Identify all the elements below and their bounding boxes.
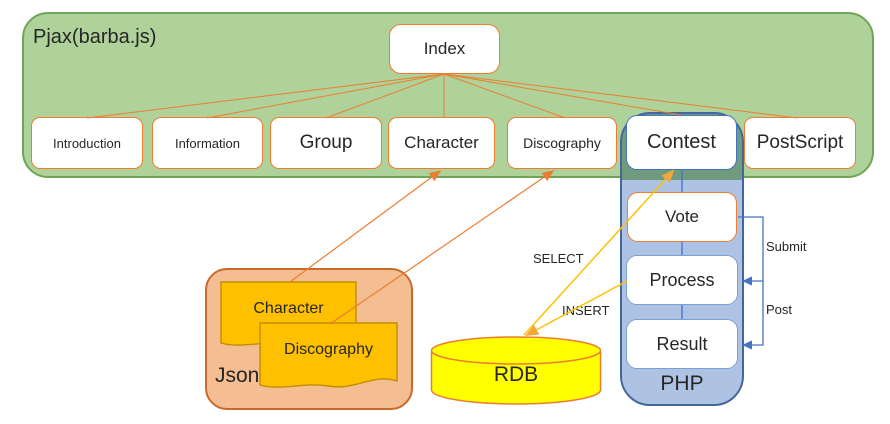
php-group-label: PHP: [660, 372, 704, 395]
rdb-database: [430, 335, 602, 407]
node-index: Index: [389, 24, 500, 74]
json-group-label: Json: [215, 364, 260, 387]
node-character: Character: [388, 117, 495, 169]
edge-label-insert: INSERT: [562, 303, 610, 318]
node-vote: Vote: [627, 192, 737, 242]
node-group: Group: [270, 117, 382, 169]
node-result: Result: [626, 319, 738, 369]
node-information: Information: [152, 117, 263, 169]
json-doc-discography: Discography: [259, 322, 398, 395]
json-doc-character-label: Character: [253, 300, 324, 317]
edge-jsondoc-character: [289, 170, 442, 283]
node-contest: Contest: [626, 115, 737, 170]
node-postscript: PostScript: [744, 117, 856, 169]
pjax-group-label: Pjax(barba.js): [33, 26, 157, 48]
node-introduction: Introduction: [31, 117, 143, 169]
node-discography: Discography: [507, 117, 617, 169]
edge-label-submit: Submit: [766, 239, 807, 254]
edge-label-select: SELECT: [533, 251, 584, 266]
edge-label-post: Post: [766, 302, 793, 317]
document-shape-icon: [259, 322, 398, 388]
database-cylinder-icon: [430, 336, 602, 405]
node-process: Process: [626, 255, 738, 305]
rdb-label: RDB: [493, 363, 539, 386]
json-doc-discography-label: Discography: [284, 341, 373, 358]
